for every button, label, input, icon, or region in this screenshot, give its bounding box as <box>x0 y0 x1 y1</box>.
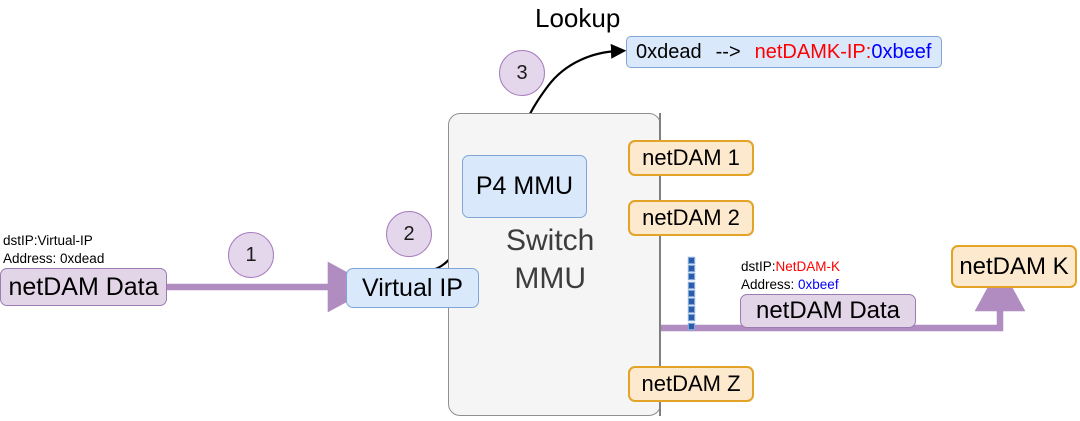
netdam-node-k-label: netDAM K <box>959 252 1069 280</box>
ingress-dstip-prefix: dstIP: <box>3 233 38 248</box>
virtual-ip-label: Virtual IP <box>362 273 463 302</box>
step-circle-2: 2 <box>386 211 432 257</box>
switch-backplane-rail <box>659 113 661 416</box>
step-circle-1: 1 <box>228 232 274 278</box>
ellipsis-dot <box>689 307 694 312</box>
ingress-annotation-line-2: Address: 0xdead <box>3 250 104 268</box>
lookup-entry-value-address: 0xbeef <box>871 41 932 63</box>
ingress-packet-label: netDAM Data <box>8 272 159 301</box>
egress-annotation-line-1: dstIP:NetDAM-K <box>741 258 840 276</box>
p4-mmu-label: P4 MMU <box>475 172 574 200</box>
lookup-entry-arrow: --> <box>715 41 741 63</box>
netdam-node-1-label: netDAM 1 <box>642 145 740 170</box>
switch-mmu-label-line1: Switch <box>506 224 595 257</box>
egress-address-value: 0xbeef <box>798 277 839 293</box>
ellipsis-dot <box>689 291 694 296</box>
netdam-node-1[interactable]: netDAM 1 <box>628 140 754 176</box>
virtual-ip-node[interactable]: Virtual IP <box>346 268 479 308</box>
ellipsis-dot <box>689 299 694 304</box>
egress-packet-label: netDAM Data <box>755 297 901 324</box>
netdam-node-z-label: netDAM Z <box>641 371 741 396</box>
step-circle-2-label: 2 <box>403 222 415 245</box>
step-circle-1-label: 1 <box>245 243 257 266</box>
lookup-entry-value-host: netDAMK-IP: <box>754 41 872 63</box>
ellipsis-dot <box>689 324 694 329</box>
ingress-packet-box[interactable]: netDAM Data <box>0 268 167 306</box>
ellipsis-dot <box>689 315 694 320</box>
ingress-packet-annotation: dstIP:Virtual-IP Address: 0xdead <box>3 232 104 268</box>
ingress-address-value: 0xdead <box>60 251 105 267</box>
ellipsis-dot <box>689 258 694 263</box>
ellipsis-dot <box>689 266 694 271</box>
step-circle-3: 3 <box>499 50 545 96</box>
egress-dstip-prefix: dstIP: <box>741 259 776 274</box>
ellipsis-dot <box>689 274 694 279</box>
switch-mmu-label-line2: MMU <box>514 261 586 295</box>
egress-address-prefix: Address: <box>741 277 799 293</box>
p4-mmu-node[interactable]: P4 MMU <box>462 155 587 218</box>
lookup-entry-key: 0xdead <box>636 41 702 63</box>
lookup-entry-box[interactable]: 0xdead --> netDAMK-IP: 0xbeef <box>626 36 942 68</box>
switch-mmu-label: Switch MMU <box>506 222 594 297</box>
ingress-address-prefix: Address: <box>3 251 61 267</box>
ingress-dstip-value: Virtual-IP <box>37 233 93 248</box>
egress-packet-annotation: dstIP:NetDAM-K Address: 0xbeef <box>741 258 840 294</box>
netdam-node-z[interactable]: netDAM Z <box>628 366 754 402</box>
egress-annotation-line-2: Address: 0xbeef <box>741 276 840 294</box>
ellipsis-dot <box>689 283 694 288</box>
ingress-annotation-line-1: dstIP:Virtual-IP <box>3 232 104 250</box>
step-circle-3-label: 3 <box>516 61 528 84</box>
egress-packet-box[interactable]: netDAM Data <box>740 294 916 328</box>
netdam-node-k[interactable]: netDAM K <box>951 245 1077 288</box>
netdam-node-2[interactable]: netDAM 2 <box>628 200 754 236</box>
egress-dstip-value: NetDAM-K <box>775 259 841 274</box>
lookup-title-label: Lookup <box>535 3 621 33</box>
netdam-node-2-label: netDAM 2 <box>642 205 740 230</box>
